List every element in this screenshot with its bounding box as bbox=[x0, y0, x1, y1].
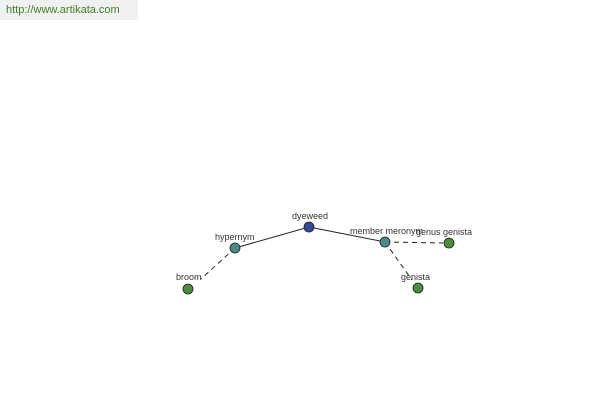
node-dyeweed-dot[interactable] bbox=[303, 221, 315, 233]
edge-dyeweed-hypernym bbox=[234, 226, 310, 249]
node-hypernym-label: hypernym bbox=[215, 232, 255, 242]
node-dyeweed-label: dyeweed bbox=[292, 211, 328, 221]
node-member-meronym-label: member meronym bbox=[350, 226, 423, 236]
source-url-banner[interactable]: http://www.artikata.com bbox=[0, 0, 138, 20]
edges bbox=[200, 226, 444, 281]
edge-member-meronym-genus-genista bbox=[384, 241, 444, 244]
node-hypernym-dot[interactable] bbox=[229, 242, 241, 254]
node-genus-genista[interactable]: genus genista bbox=[416, 227, 472, 249]
node-genus-genista-label: genus genista bbox=[416, 227, 472, 237]
node-member-meronym-dot[interactable] bbox=[379, 236, 391, 248]
node-member-meronym[interactable]: member meronym bbox=[350, 226, 423, 248]
edge-hypernym-broom bbox=[200, 247, 236, 280]
node-genista-label: genista bbox=[401, 272, 430, 282]
node-genista-dot[interactable] bbox=[412, 282, 424, 294]
node-genista[interactable]: genista bbox=[401, 272, 430, 294]
node-broom-label: broom bbox=[176, 272, 202, 282]
nodes: dyeweed hypernym member meronym broom ge… bbox=[176, 211, 472, 295]
edge-member-meronym-genista bbox=[384, 241, 413, 281]
edge-dyeweed-member-meronym bbox=[308, 226, 386, 243]
node-hypernym[interactable]: hypernym bbox=[215, 232, 255, 254]
node-broom-dot[interactable] bbox=[182, 283, 194, 295]
node-genus-genista-dot[interactable] bbox=[443, 237, 455, 249]
node-dyeweed[interactable]: dyeweed bbox=[292, 211, 328, 233]
node-broom[interactable]: broom bbox=[176, 272, 202, 295]
source-url-link[interactable]: http://www.artikata.com bbox=[6, 4, 120, 16]
